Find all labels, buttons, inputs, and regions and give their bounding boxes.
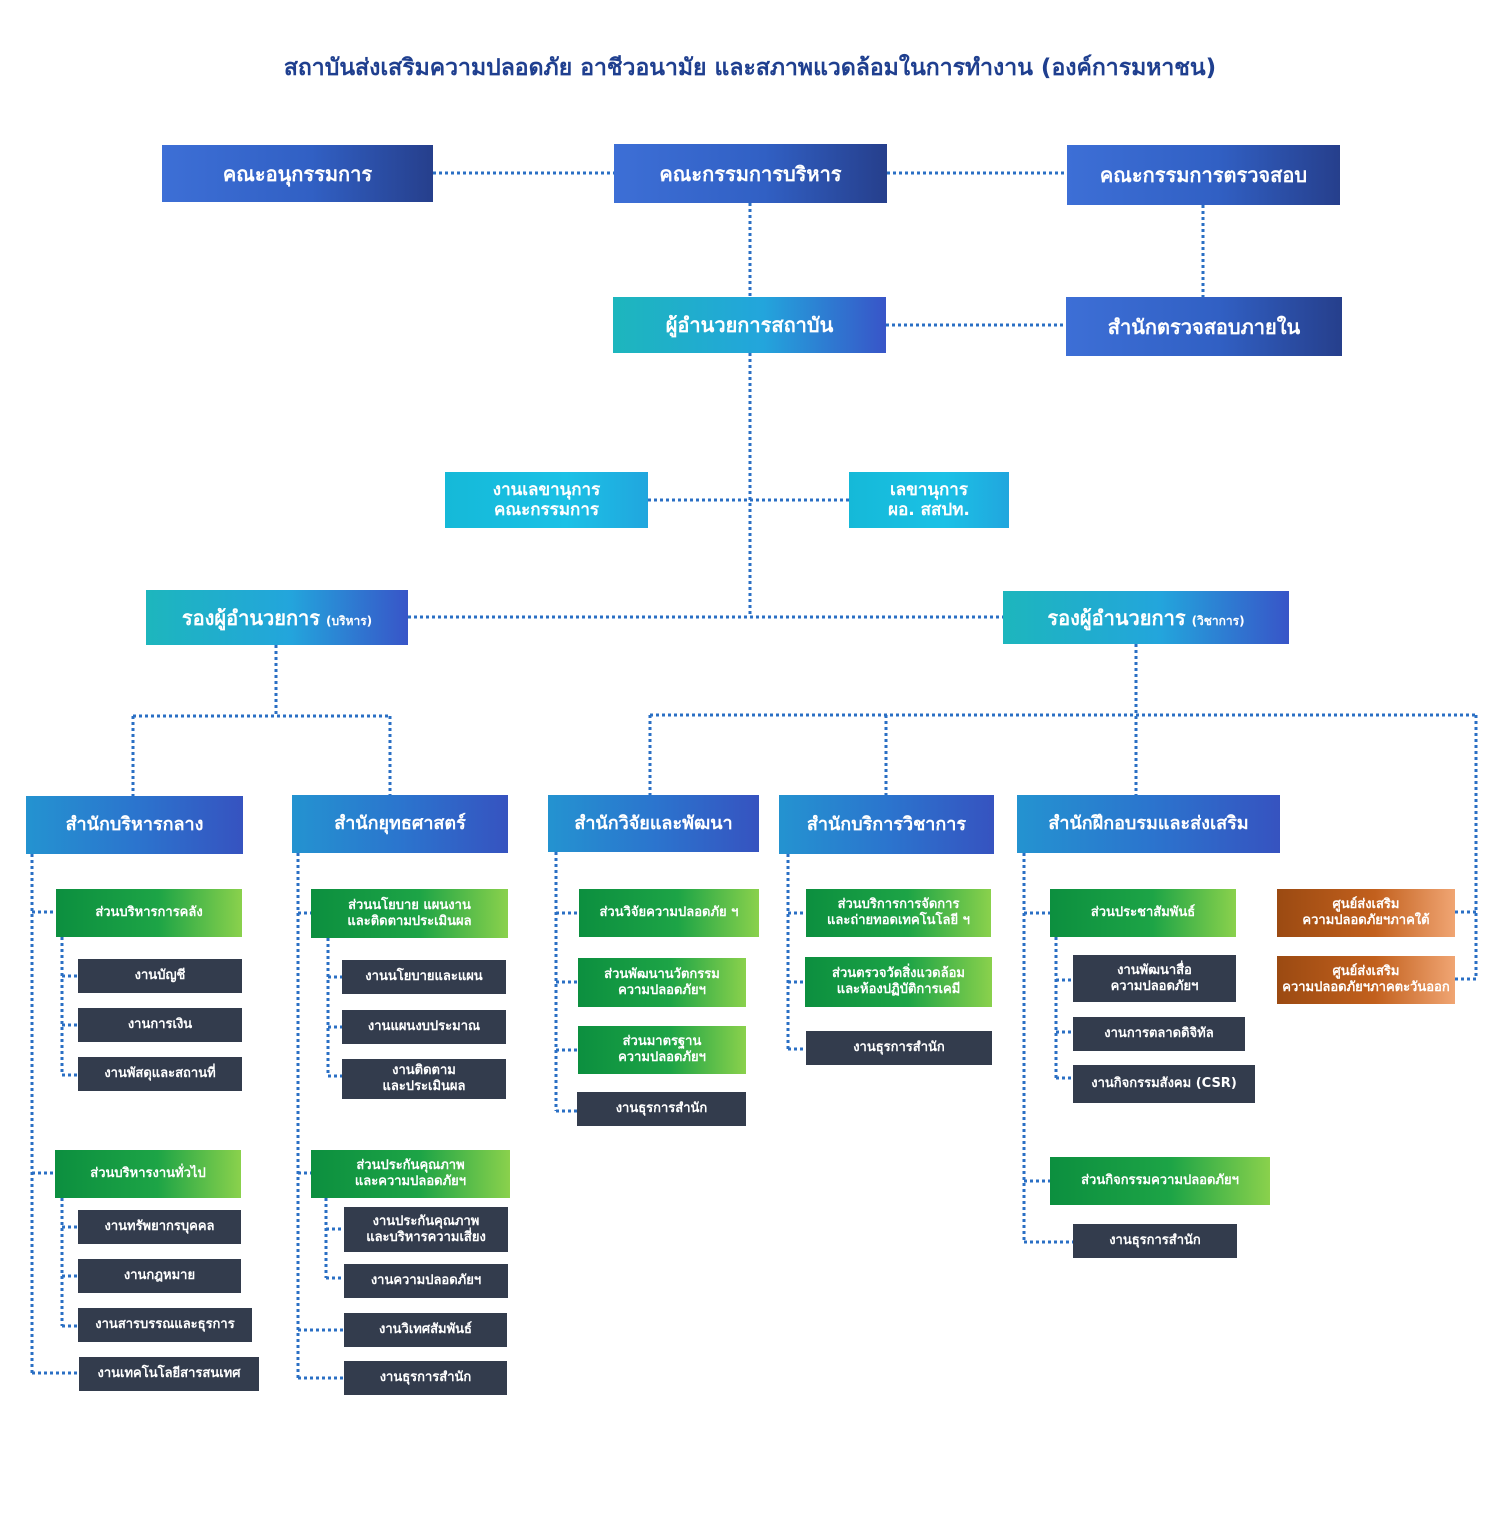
- quality-line2: และความปลอดภัยฯ: [354, 1174, 467, 1189]
- unit-digital-marketing: งานการตลาดดิจิทัล: [1073, 1017, 1245, 1051]
- unit-foreign-relations: งานวิเทศสัมพันธ์: [344, 1313, 507, 1347]
- innovation-line2: ความปลอดภัยฯ: [618, 982, 706, 998]
- unit-budget-plan: งานแผนงบประมาณ: [342, 1010, 506, 1044]
- unit-legal: งานกฎหมาย: [78, 1259, 241, 1293]
- quality-risk-line1: งานประกันคุณภาพ: [372, 1213, 480, 1229]
- unit-accounting: งานบัญชี: [78, 959, 242, 993]
- south-center-box: ศูนย์ส่งเสริมความปลอดภัยฯภาคใต้: [1277, 889, 1455, 937]
- director-box: ผู้อำนวยการสถาบัน: [613, 297, 886, 353]
- unit-csr: งานกิจกรรมสังคม (CSR): [1073, 1065, 1255, 1103]
- tech-transfer-division: ส่วนบริการการจัดการและถ่ายทอดเทคโนโลยี ฯ: [806, 889, 991, 937]
- internal-audit-box: สำนักตรวจสอบภายใน: [1066, 297, 1342, 356]
- deputy-academic-box: รองผู้อำนวยการ (วิชาการ): [1003, 591, 1289, 644]
- unit-quality-risk: งานประกันคุณภาพและบริหารความเสี่ยง: [344, 1207, 508, 1252]
- pr-division: ส่วนประชาสัมพันธ์: [1050, 889, 1236, 937]
- executive-board-box: คณะกรรมการบริหาร: [614, 144, 887, 203]
- east-center-line1: ศูนย์ส่งเสริม: [1332, 964, 1400, 980]
- south-center-line1: ศูนย์ส่งเสริม: [1332, 897, 1400, 913]
- safety-research-division: ส่วนวิจัยความปลอดภัย ฯ: [579, 889, 759, 937]
- lab-line2: และห้องปฏิบัติการเคมี: [836, 982, 961, 997]
- director-secretary-line1: เลขานุการ: [889, 479, 968, 500]
- south-center-line2: ความปลอดภัยฯภาคใต้: [1302, 913, 1430, 928]
- quality-division: ส่วนประกันคุณภาพและความปลอดภัยฯ: [311, 1150, 510, 1198]
- finance-division: ส่วนบริหารการคลัง: [56, 889, 242, 937]
- deputy-admin-suffix: (บริหาร): [326, 613, 373, 628]
- unit-research-office: งานธุรการสำนัก: [577, 1092, 746, 1126]
- deputy-academic-label: รองผู้อำนวยการ: [1047, 605, 1186, 630]
- unit-monitoring: งานติดตามและประเมินผล: [342, 1059, 506, 1099]
- subcommittee-box: คณะอนุกรรมการ: [162, 145, 433, 202]
- deputy-admin-label: รองผู้อำนวยการ: [181, 605, 321, 630]
- dept-research: สำนักวิจัยและพัฒนา: [548, 795, 759, 852]
- policy-line2: และติดตามประเมินผล: [347, 913, 472, 929]
- board-secretariat-line2: คณะกรรมการ: [493, 500, 599, 520]
- policy-line1: ส่วนนโยบาย แผนงาน: [348, 897, 471, 913]
- unit-finance: งานการเงิน: [78, 1008, 242, 1042]
- unit-hr: งานทรัพยากรบุคคล: [78, 1210, 241, 1244]
- lab-division: ส่วนตรวจวัดสิ่งแวดล้อมและห้องปฏิบัติการเ…: [805, 957, 992, 1007]
- innovation-division: ส่วนพัฒนานวัตกรรมความปลอดภัยฯ: [578, 958, 746, 1007]
- innovation-line1: ส่วนพัฒนานวัตกรรม: [604, 966, 720, 982]
- east-center-box: ศูนย์ส่งเสริมความปลอดภัยฯภาคตะวันออก: [1277, 956, 1455, 1004]
- east-center-line2: ความปลอดภัยฯภาคตะวันออก: [1282, 980, 1450, 995]
- unit-media: งานพัฒนาสื่อความปลอดภัยฯ: [1073, 955, 1236, 1002]
- board-secretariat-box: งานเลขานุการคณะกรรมการ: [445, 472, 648, 528]
- dept-training: สำนักฝึกอบรมและส่งเสริม: [1017, 795, 1280, 853]
- board-secretariat-line1: งานเลขานุการ: [492, 479, 601, 500]
- media-line1: งานพัฒนาสื่อ: [1117, 962, 1192, 978]
- standards-division: ส่วนมาตรฐานความปลอดภัยฯ: [578, 1026, 746, 1074]
- standards-line2: ความปลอดภัยฯ: [618, 1050, 706, 1065]
- tech-transfer-line2: และถ่ายทอดเทคโนโลยี ฯ: [827, 913, 970, 928]
- monitoring-line2: และประเมินผล: [382, 1079, 466, 1094]
- unit-correspondence: งานสารบรรณและธุรการ: [78, 1308, 252, 1342]
- page-title: สถาบันส่งเสริมความปลอดภัย อาชีวอนามัย แล…: [283, 55, 1217, 81]
- deputy-academic-suffix: (วิชาการ): [1191, 613, 1245, 628]
- standards-line1: ส่วนมาตรฐาน: [622, 1034, 702, 1050]
- lab-line1: ส่วนตรวจวัดสิ่งแวดล้อม: [832, 966, 965, 982]
- unit-strategy-office: งานธุรการสำนัก: [344, 1361, 507, 1395]
- unit-academic-office: งานธุรการสำนัก: [806, 1031, 992, 1065]
- dept-central-admin: สำนักบริหารกลาง: [26, 796, 243, 854]
- general-admin-division: ส่วนบริหารงานทั่วไป: [55, 1150, 241, 1198]
- media-line2: ความปลอดภัยฯ: [1110, 978, 1199, 994]
- deputy-admin-box: รองผู้อำนวยการ (บริหาร): [146, 590, 408, 645]
- unit-it: งานเทคโนโลยีสารสนเทศ: [79, 1357, 259, 1391]
- tech-transfer-line1: ส่วนบริการการจัดการ: [837, 897, 960, 913]
- unit-policy-plan: งานนโยบายและแผน: [342, 960, 506, 994]
- unit-safety: งานความปลอดภัยฯ: [344, 1264, 508, 1298]
- monitoring-line1: งานติดตาม: [392, 1063, 456, 1079]
- director-secretary-box: เลขานุการผอ. สสปท.: [849, 472, 1009, 528]
- quality-risk-line2: และบริหารความเสี่ยง: [366, 1229, 486, 1245]
- director-secretary-line2: ผอ. สสปท.: [888, 500, 970, 520]
- policy-division: ส่วนนโยบาย แผนงานและติดตามประเมินผล: [311, 889, 508, 938]
- unit-supplies: งานพัสดุและสถานที่: [78, 1057, 242, 1091]
- dept-strategy: สำนักยุทธศาสตร์: [292, 795, 508, 853]
- dept-academic-services: สำนักบริการวิชาการ: [779, 795, 994, 854]
- audit-committee-box: คณะกรรมการตรวจสอบ: [1067, 145, 1340, 205]
- quality-line1: ส่วนประกันคุณภาพ: [356, 1158, 465, 1174]
- unit-training-office: งานธุรการสำนัก: [1073, 1224, 1237, 1258]
- safety-activities-division: ส่วนกิจกรรมความปลอดภัยฯ: [1050, 1157, 1270, 1205]
